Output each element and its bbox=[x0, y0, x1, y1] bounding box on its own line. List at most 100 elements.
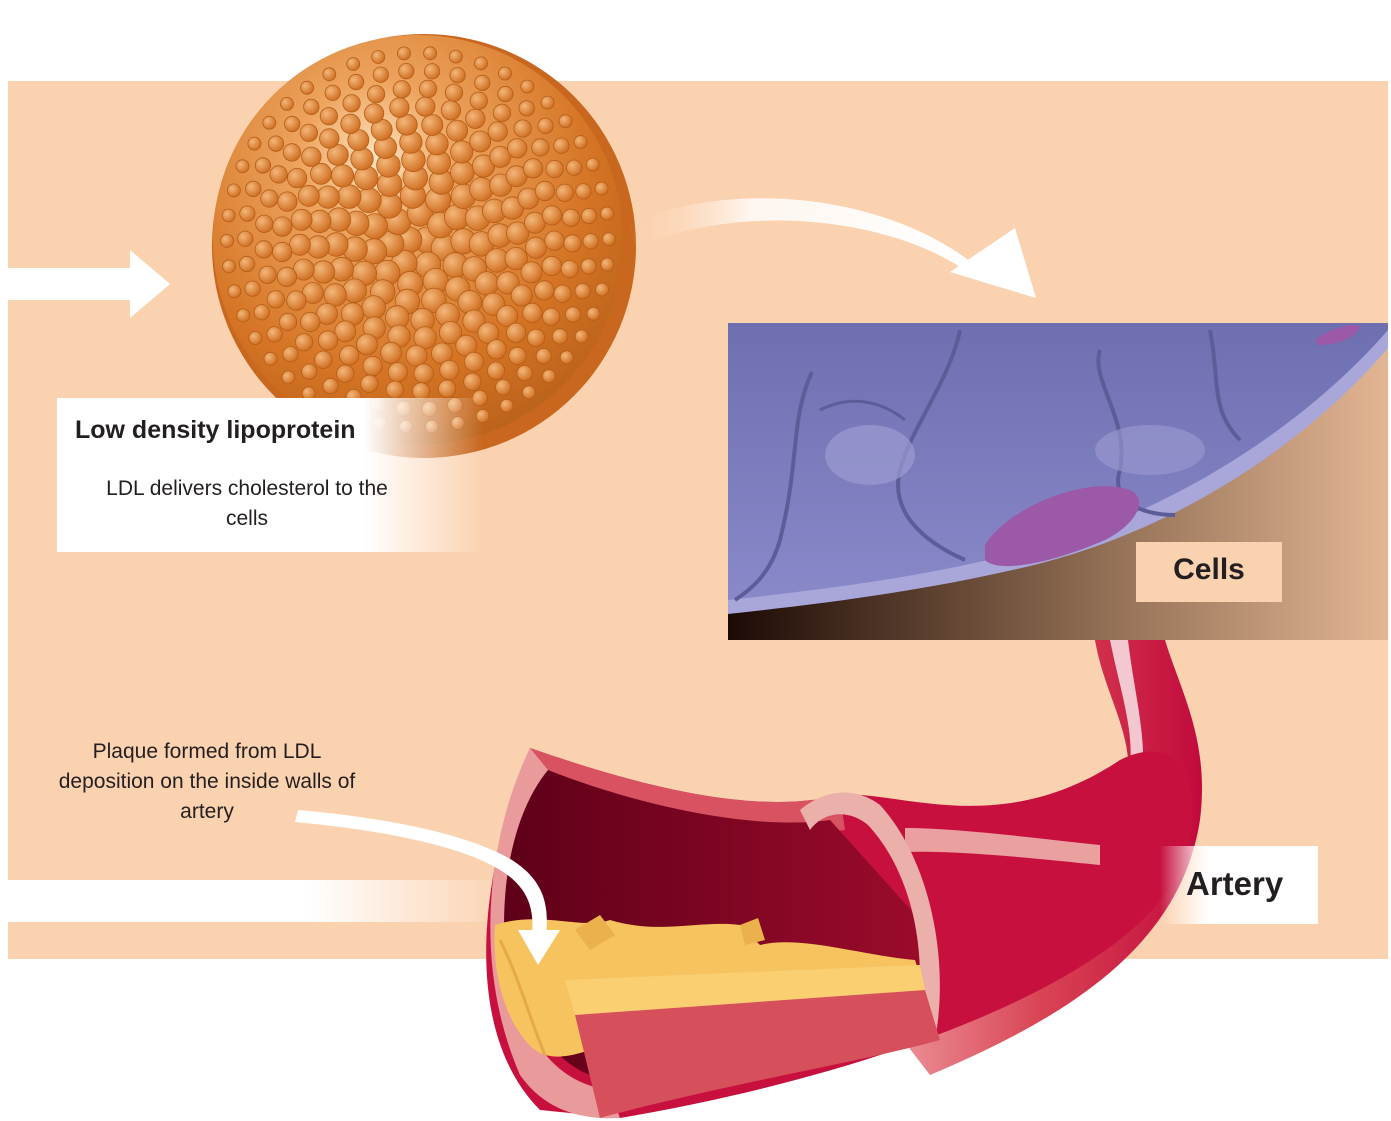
ldl-surface-bump bbox=[261, 190, 278, 207]
ldl-surface-bump bbox=[441, 101, 460, 120]
ldl-surface-bump bbox=[331, 165, 353, 187]
ldl-surface-bump bbox=[509, 347, 526, 364]
ldl-surface-bump bbox=[263, 116, 276, 129]
ldl-surface-bump bbox=[561, 260, 578, 277]
ldl-surface-bump bbox=[521, 80, 534, 93]
ldl-surface-bump bbox=[424, 47, 437, 60]
ldl-surface-bump bbox=[466, 109, 485, 128]
ldl-surface-bump bbox=[264, 352, 277, 365]
ldl-surface-bump bbox=[381, 342, 402, 363]
ldl-surface-bump bbox=[287, 168, 306, 187]
ldl-surface-bump bbox=[451, 141, 473, 163]
ldl-surface-bump bbox=[517, 365, 532, 380]
ldl-surface-bump bbox=[357, 334, 378, 355]
ldl-surface-bump bbox=[320, 108, 337, 125]
ldl-surface-bump bbox=[450, 68, 465, 83]
ldl-surface-bump bbox=[351, 148, 373, 170]
ldl-surface-bump bbox=[237, 309, 250, 322]
ldl-surface-bump bbox=[543, 370, 556, 383]
ldl-surface-bump bbox=[475, 75, 490, 90]
ldl-surface-bump bbox=[317, 186, 339, 208]
ldl-surface-bump bbox=[312, 261, 334, 283]
ldl-surface-bump bbox=[511, 285, 532, 306]
ldl-surface-bump bbox=[542, 206, 561, 225]
ldl-surface-bump bbox=[521, 262, 542, 283]
ldl-surface-bump bbox=[363, 356, 382, 375]
ldl-surface-bump bbox=[348, 74, 363, 89]
ldl-surface-bump bbox=[554, 138, 569, 153]
ldl-surface-bump bbox=[546, 160, 563, 177]
ldl-surface-bump bbox=[256, 215, 273, 232]
ldl-surface-bump bbox=[238, 231, 253, 246]
ldl-surface-bump bbox=[221, 234, 234, 247]
ldl-surface-bump bbox=[246, 181, 261, 196]
ldl-surface-bump bbox=[601, 207, 614, 220]
ldl-surface-bump bbox=[499, 67, 512, 80]
ldl-surface-bump bbox=[527, 329, 544, 346]
ldl-surface-bump bbox=[493, 104, 510, 121]
ldl-surface-bump bbox=[475, 272, 499, 296]
ldl-surface-bump bbox=[543, 308, 560, 325]
ldl-surface-bump bbox=[449, 50, 462, 63]
ldl-surface-bump bbox=[541, 96, 554, 109]
ldl-surface-bump bbox=[398, 47, 411, 60]
ldl-surface-bump bbox=[560, 351, 573, 364]
artery-label-box: Artery bbox=[1160, 846, 1318, 924]
ldl-surface-bump bbox=[222, 209, 235, 222]
artery-label: Artery bbox=[1186, 865, 1283, 903]
ldl-surface-bump bbox=[535, 181, 554, 200]
ldl-surface-bump bbox=[586, 158, 599, 171]
ldl-surface-bump bbox=[228, 285, 241, 298]
ldl-surface-bump bbox=[267, 327, 282, 342]
ldl-surface-bump bbox=[337, 365, 354, 382]
ldl-surface-bump bbox=[283, 347, 298, 362]
ldl-surface-bump bbox=[559, 115, 572, 128]
ldl-surface-bump bbox=[268, 136, 283, 151]
ldl-surface-bump bbox=[373, 67, 388, 82]
ldl-surface-bump bbox=[542, 256, 561, 275]
ldl-surface-bump bbox=[337, 185, 361, 209]
cells-label: Cells bbox=[1136, 553, 1282, 587]
ldl-surface-bump bbox=[390, 98, 409, 117]
ldl-surface-bump bbox=[323, 68, 336, 81]
artery-illustration bbox=[486, 748, 1193, 1118]
ldl-surface-bump bbox=[523, 303, 542, 322]
ldl-surface-bump bbox=[301, 81, 314, 94]
ldl-surface-bump bbox=[438, 380, 455, 397]
ldl-title: Low density lipoprotein bbox=[75, 416, 356, 445]
ldl-particle bbox=[212, 34, 636, 458]
ldl-surface-bump bbox=[361, 375, 378, 392]
ldl-surface-bump bbox=[406, 345, 427, 366]
ldl-surface-bump bbox=[285, 116, 300, 131]
ldl-surface-bump bbox=[532, 139, 549, 156]
ldl-surface-bump bbox=[445, 84, 462, 101]
ldl-surface-bump bbox=[279, 313, 296, 330]
ldl-surface-bump bbox=[304, 99, 319, 114]
ldl-surface-bump bbox=[470, 178, 494, 202]
ldl-surface-bump bbox=[470, 92, 487, 109]
ldl-surface-bump bbox=[496, 380, 511, 395]
ldl-surface-bump bbox=[487, 362, 504, 379]
ldl-surface-bump bbox=[302, 364, 317, 379]
ldl-surface-bump bbox=[523, 159, 542, 178]
ldl-surface-bump bbox=[575, 283, 590, 298]
ldl-surface-bump bbox=[470, 131, 491, 152]
ldl-surface-bump bbox=[414, 364, 433, 383]
ldl-surface-bump bbox=[318, 331, 337, 350]
ldl-surface-bump bbox=[581, 259, 596, 274]
ldl-surface-bump bbox=[298, 185, 319, 206]
ldl-surface-bump bbox=[447, 120, 468, 141]
ldl-surface-bump bbox=[508, 139, 527, 158]
ldl-surface-bump bbox=[565, 307, 580, 322]
ldl-surface-bump bbox=[239, 256, 254, 271]
ldl-surface-bump bbox=[282, 371, 295, 384]
ldl-surface-bump bbox=[587, 307, 600, 320]
ldl-surface-bump bbox=[295, 334, 312, 351]
ldl-surface-bump bbox=[236, 160, 249, 173]
ldl-surface-bump bbox=[323, 378, 338, 393]
ldl-surface-bump bbox=[270, 166, 287, 183]
ldl-surface-bump bbox=[514, 120, 531, 137]
ldl-surface-bump bbox=[564, 235, 581, 252]
ldl-surface-bump bbox=[552, 329, 567, 344]
ldl-surface-bump bbox=[273, 242, 292, 261]
